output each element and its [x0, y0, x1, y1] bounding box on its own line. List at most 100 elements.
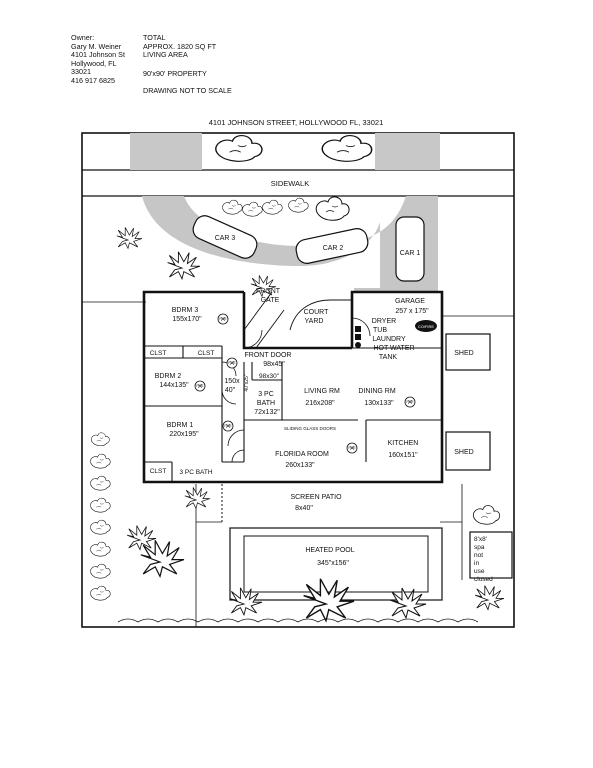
closet-label: CLST	[198, 350, 215, 357]
car-3: CAR 3	[192, 215, 258, 259]
spa-line: not	[474, 552, 483, 559]
property-boundary	[81, 132, 515, 628]
living-size: 216x208"	[305, 400, 335, 407]
shed-1: SHED	[445, 333, 491, 371]
pool-label: HEATED POOL	[305, 547, 354, 554]
car-3-label: CAR 3	[215, 235, 236, 242]
front-door-label: FRONT DOOR	[245, 352, 292, 359]
interior-walls	[144, 345, 442, 482]
shed-label: SHED	[454, 350, 473, 357]
bush	[288, 197, 309, 213]
hall-size: 40"	[225, 387, 236, 394]
laundry-line: LAUNDRY	[372, 336, 406, 343]
fire-alarm-icon: FIRE FIRE FIRE FIRE FIRE FIRE	[194, 313, 416, 454]
area-line: LIVING AREA	[143, 50, 188, 60]
spa-line: closed	[474, 576, 493, 583]
main-bath-label: BATH	[257, 400, 275, 407]
street-strip	[375, 133, 440, 170]
bush	[321, 134, 373, 163]
scale-note: DRAWING NOT TO SCALE	[143, 86, 232, 95]
bush	[315, 196, 350, 221]
street-strip	[130, 133, 202, 170]
spa-line: in	[474, 560, 479, 567]
tub-icon	[355, 334, 361, 340]
sliding-doors-label: SLIDING GLASS DOORS	[284, 426, 336, 431]
dining-label: DINING RM	[358, 388, 396, 395]
garage-label: GARAGE	[395, 298, 425, 305]
fire-alarm-label: FIRE	[196, 384, 203, 388]
spa-note: 8'x8' spa not in use closed	[469, 531, 513, 583]
courtyard-label: YARD	[305, 318, 324, 325]
bdrm3-size: 155x170"	[172, 316, 202, 323]
florida-room-label: FLORIDA ROOM	[275, 451, 329, 458]
owner-line: 33021	[71, 67, 91, 77]
bush	[472, 505, 501, 525]
palm-plant	[116, 227, 143, 249]
owner-line: Owner:	[71, 33, 95, 42]
pool-size: 345"x156"	[317, 560, 349, 567]
fire-alarm-label: FIRE	[406, 400, 413, 404]
bdrm1-label: BDRM 1	[167, 422, 194, 429]
courtyard-label: COURT	[304, 309, 329, 316]
owner-line: 416 917 6825	[71, 75, 115, 85]
living-label: LIVING RM	[304, 388, 340, 395]
laundry-line: TUB	[373, 327, 387, 334]
water-tank-icon	[355, 342, 361, 348]
closet-label: CLST	[150, 350, 167, 357]
front-gate-label: FRONT	[256, 288, 281, 295]
spa-line: spa	[474, 544, 485, 551]
laundry-line: TANK	[379, 354, 397, 361]
small-bath-label: 3 PC BATH	[179, 469, 212, 476]
screen-patio-label: SCREEN PATIO	[290, 494, 342, 501]
car-2: CAR 2	[295, 228, 369, 264]
spa-line: use	[474, 568, 485, 575]
bdrm2-label: BDRM 2	[155, 373, 182, 380]
bdrm1-size: 220x195"	[169, 431, 199, 438]
bush	[215, 134, 263, 163]
area-info: TOTAL APPROX. 1820 SQ FT LIVING AREA	[143, 33, 216, 60]
dining-size: 130x133"	[364, 400, 394, 407]
palm-plant	[184, 487, 211, 509]
door-swings	[221, 317, 371, 463]
shed-2: SHED	[445, 431, 491, 471]
shrub-column	[90, 432, 111, 601]
owner-info: Owner: Gary M. Weiner 4101 Johnson St Ho…	[71, 33, 125, 86]
palm-plant	[474, 585, 505, 610]
bdrm2-size: 144x135"	[159, 382, 189, 389]
bush	[262, 199, 283, 215]
driveway	[142, 196, 438, 292]
bdrm3-label: BDRM 3	[172, 307, 199, 314]
laundry-line: DRYER	[372, 318, 396, 325]
main-bath-label: 3 PC	[258, 391, 274, 398]
front-door-size: 98x45"	[263, 361, 285, 368]
co-fire-alarm-icon: CO/FIRE	[415, 320, 437, 332]
fire-alarm-label: FIRE	[228, 361, 235, 365]
kitchen-label: KITCHEN	[388, 440, 419, 447]
car-2-label: CAR 2	[323, 245, 344, 252]
kitchen-size: 160x151"	[388, 452, 418, 459]
owner-line: 4101 Johnson St	[71, 50, 125, 60]
garage-size: 257 x 175"	[395, 308, 429, 315]
main-bath-size: 72x132"	[254, 409, 280, 416]
car-1: CAR 1	[395, 216, 425, 282]
small-room-size: 98x30"	[259, 373, 280, 380]
fire-alarm-label: FIRE	[348, 446, 355, 450]
co-fire-label: CO/FIRE	[418, 324, 435, 329]
owner-line: Gary M. Weiner	[71, 41, 122, 51]
hall-size: 150x	[224, 378, 240, 385]
front-gate-label: GATE	[261, 297, 280, 304]
bush	[242, 201, 263, 217]
property-size: 90'x90' PROPERTY	[143, 69, 207, 78]
fire-alarm-label: FIRE	[219, 317, 226, 321]
closet-label: CLST	[150, 468, 167, 475]
car-1-label: CAR 1	[400, 250, 421, 257]
area-line: TOTAL	[143, 33, 166, 42]
owner-line: Hollywood, FL	[71, 58, 117, 68]
room-labels: BDRM 3 155x170" CLST CLST BDRM 2 144x135…	[150, 288, 429, 476]
dryer-icon	[355, 326, 361, 332]
screen-patio-size: 8x40"	[295, 505, 313, 512]
sidewalk-label: SIDEWALK	[271, 179, 309, 188]
bush	[222, 199, 243, 215]
address-label: 4101 JOHNSON STREET, HOLLYWOOD FL, 33021	[209, 118, 384, 127]
